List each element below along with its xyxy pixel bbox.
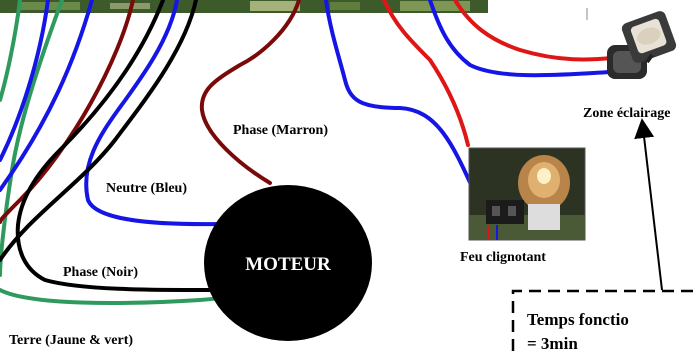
wire-blue-1 (0, 0, 50, 162)
motor: MOTEUR (204, 185, 372, 341)
wire-blue-zone (428, 0, 612, 78)
wire-blue-neutre (84, 0, 222, 227)
floodlight-icon (607, 11, 677, 79)
wire-black-1 (15, 0, 212, 292)
wire-black-2 (0, 0, 198, 262)
label-phase-marron: Phase (Marron) (233, 123, 328, 138)
label-neutre-bleu: Neutre (Bleu) (106, 181, 187, 196)
timer-box: Temps fonctio = 3min (511, 289, 696, 351)
arrow-timer-to-zone (634, 118, 663, 291)
wire-red-zone (453, 0, 614, 62)
wire-green-1 (0, 0, 22, 102)
wire-blue-feu (324, 0, 480, 202)
wire-blue-2 (0, 0, 94, 192)
label-zone-eclairage: Zone éclairage (583, 106, 670, 121)
label-feu-clignotant: Feu clignotant (460, 250, 546, 265)
wire-brown-phase (199, 0, 301, 185)
control-board-icon (0, 0, 488, 13)
timer-text-line1: Temps fonctio (527, 310, 629, 329)
timer-text-line2: = 3min (527, 334, 578, 351)
label-terre: Terre (Jaune & vert) (9, 333, 133, 348)
wire-brown-1 (0, 0, 135, 224)
motor-label: MOTEUR (245, 254, 331, 275)
motor-body (204, 185, 372, 341)
wire-green-earth (0, 0, 64, 277)
label-phase-noir: Phase (Noir) (63, 265, 138, 280)
wire-red-feu (382, 0, 470, 147)
blinking-light-icon (468, 147, 586, 241)
